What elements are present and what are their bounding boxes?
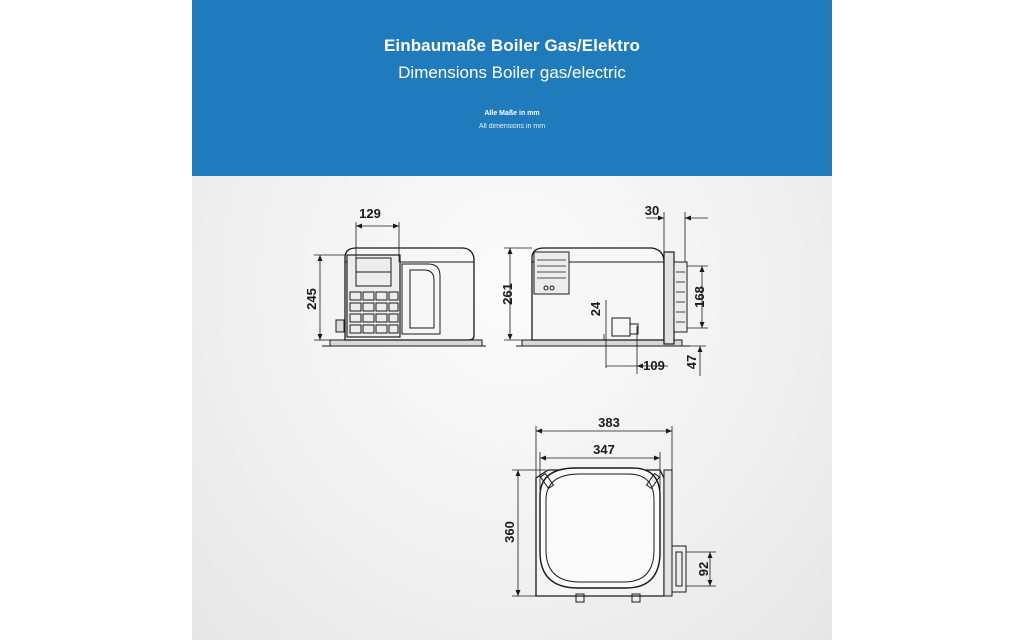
top-view-wall-plate [663, 469, 673, 597]
dim-top-outer-width: 383 [598, 415, 620, 430]
side-view-wall-plate [663, 251, 675, 345]
top-view-outer-vent [671, 545, 687, 593]
dim-top-vent: 92 [696, 562, 711, 576]
front-view-vent-grid [349, 291, 399, 334]
header-banner: Einbaumaße Boiler Gas/Elektro Dimensions… [192, 0, 832, 176]
dim-side-gas-offset: 109 [643, 358, 665, 373]
dim-front-width: 129 [359, 206, 381, 221]
side-view-knob [543, 285, 549, 291]
dim-side-height: 261 [500, 283, 515, 305]
front-view-fitting [335, 319, 345, 333]
top-view-inner-outline [545, 473, 655, 583]
dim-side-bottom: 47 [684, 355, 699, 369]
note-english: All dimensions in mm [478, 123, 546, 130]
note-german: Alle Maße in mm [484, 110, 540, 117]
side-view: 30 261 24 168 109 47 [500, 203, 708, 376]
drawing-sheet: Einbaumaße Boiler Gas/Elektro Dimensions… [192, 0, 832, 640]
front-view-recess-inner [409, 269, 435, 329]
side-view-vent-panel [533, 251, 570, 295]
side-view-outer-vent [673, 261, 688, 333]
top-view: 383 347 360 92 [502, 415, 716, 603]
dim-front-height: 245 [304, 288, 319, 310]
front-view-floor [329, 339, 483, 347]
title-english: Dimensions Boiler gas/electric [398, 63, 626, 82]
side-view-floor [521, 339, 683, 347]
dim-side-flange: 30 [645, 203, 659, 218]
front-view-recess [401, 263, 441, 335]
front-view: 129 245 [304, 206, 486, 347]
top-view-clamp [539, 472, 555, 490]
title-german: Einbaumaße Boiler Gas/Elektro [383, 36, 641, 55]
top-view-body [539, 467, 661, 589]
technical-drawing: 129 245 [304, 203, 716, 603]
dim-top-depth: 360 [502, 521, 517, 543]
dim-side-gas-height: 24 [588, 301, 603, 316]
dim-top-inner-width: 347 [593, 442, 615, 457]
dim-side-vent-height: 168 [692, 286, 707, 308]
